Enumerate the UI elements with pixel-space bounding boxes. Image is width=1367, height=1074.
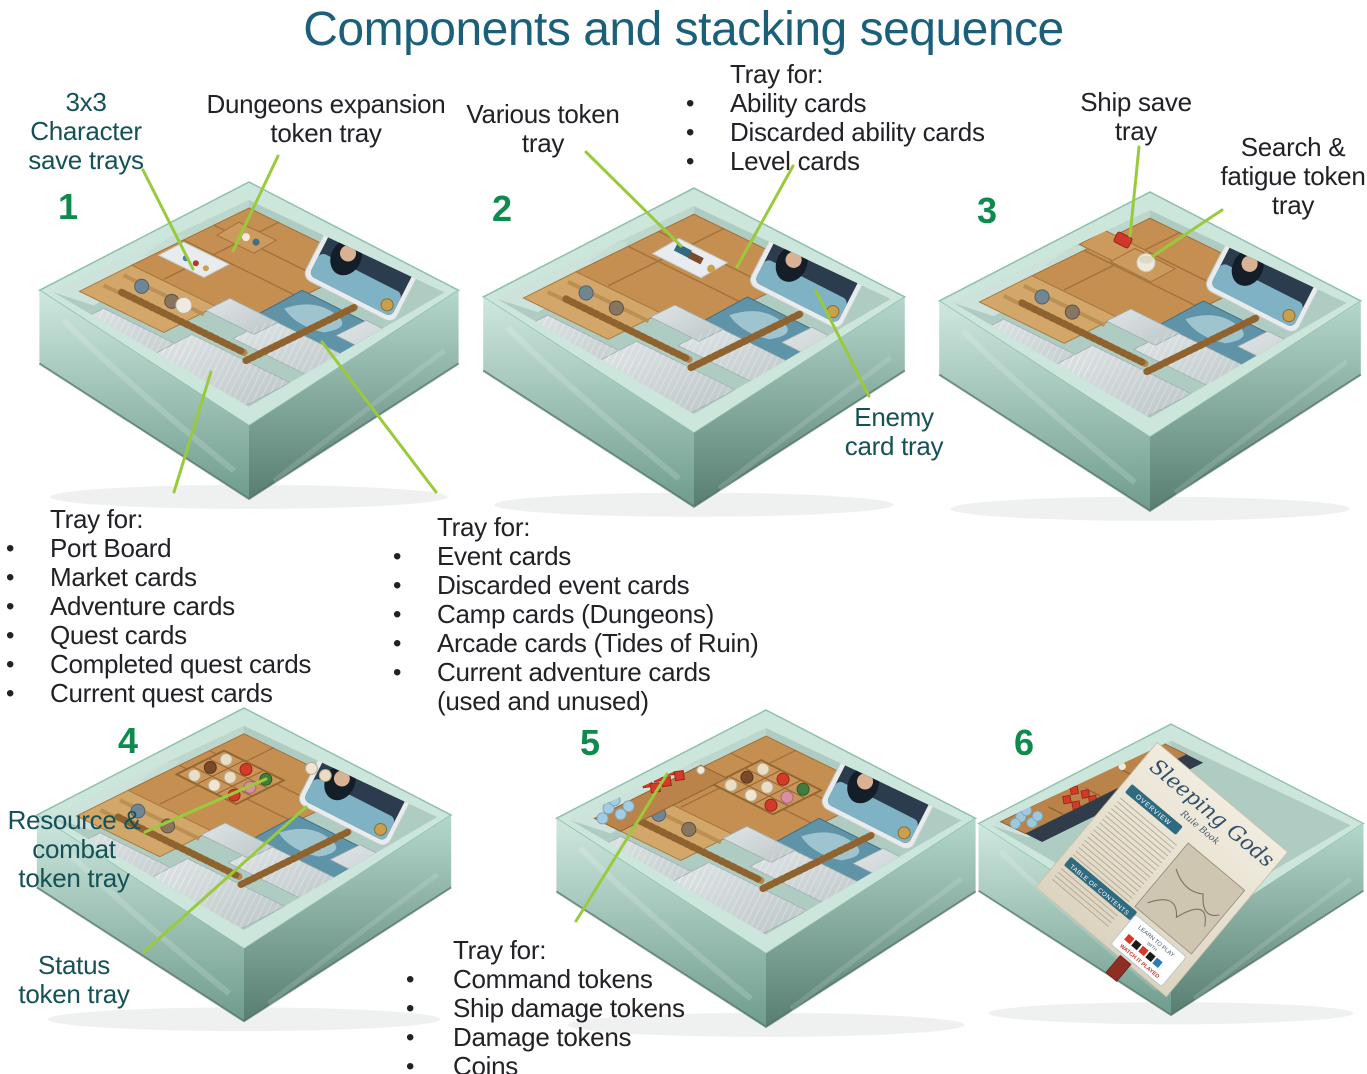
list-item: Discarded event cards [393,571,831,600]
list-item: Current quest cards [6,679,376,708]
bookmark-tab [1105,954,1132,983]
list-item: Damage tokens [406,1023,766,1052]
tray-list-heading: Tray for: [730,59,824,89]
list-item: Adventure cards [6,592,376,621]
tray-list-ability: Tray for: Ability cards Discarded abilit… [686,60,1046,176]
step-number-6: 6 [1014,722,1035,763]
step-number-5: 5 [580,722,601,763]
step-3-photo [933,190,1367,543]
rulebook-illustration [1134,842,1246,955]
list-item: Ability cards [686,89,1046,118]
step-4-photo [30,706,458,1053]
tray-list-heading: Tray for: [453,935,547,965]
list-item: Event cards [393,542,831,571]
list-item: Ship damage tokens [406,994,766,1023]
step-1-photo [33,180,465,531]
label-ship-save-tray: Ship save tray [1080,87,1192,146]
label-various-token-tray: Various token tray [466,99,620,158]
step-6-photo: Sleeping Gods Rule Book OVERVIEW TABLE O… [973,710,1367,1071]
step-number-3: 3 [977,190,998,231]
label-character-save-trays: 3x3 Character save trays [28,87,144,175]
label-search-fatigue-token-tray: Search & fatigue token tray [1220,132,1366,220]
list-item: Completed quest cards [6,650,376,679]
round-token [175,296,193,314]
list-item: Camp cards (Dungeons) [393,600,831,629]
tray-list-event: Tray for: Event cards Discarded event ca… [393,513,831,716]
label-dungeons-expansion-token-tray: Dungeons expansion token tray [206,89,446,148]
list-item: Quest cards [6,621,376,650]
list-item: Coins [406,1052,766,1074]
svg-text:WITH: WITH [1146,941,1158,952]
rulebook: Sleeping Gods Rule Book OVERVIEW TABLE O… [1035,741,1289,998]
list-item: Arcade cards (Tides of Ruin) [393,629,831,658]
label-status-token-tray: Status token tray [18,950,130,1009]
page-title: Components and stacking sequence [303,3,1064,56]
rulebook-body-text [1051,796,1178,928]
tray-list-heading: Tray for: [50,504,144,534]
tray-list-command: Tray for: Command tokens Ship damage tok… [406,936,766,1074]
list-item: Market cards [6,563,376,592]
search-fatigue-token-tray [1109,247,1177,283]
step-number-2: 2 [492,188,513,229]
list-item: Level cards [686,147,1046,176]
label-enemy-card-tray: Enemy card tray [844,402,944,461]
step-2-photo [477,186,911,539]
tray-list-heading: Tray for: [437,512,531,542]
tray-list-port: Tray for: Port Board Market cards Advent… [6,505,376,708]
step-number-1: 1 [58,186,79,227]
list-item: Port Board [6,534,376,563]
list-item: Command tokens [406,965,766,994]
list-item: Current adventure cards (used and unused… [393,658,831,716]
list-item: Discarded ability cards [686,118,1046,147]
step-number-4: 4 [118,720,139,761]
label-resource-combat-token-tray: Resource & combat token tray [7,805,141,893]
